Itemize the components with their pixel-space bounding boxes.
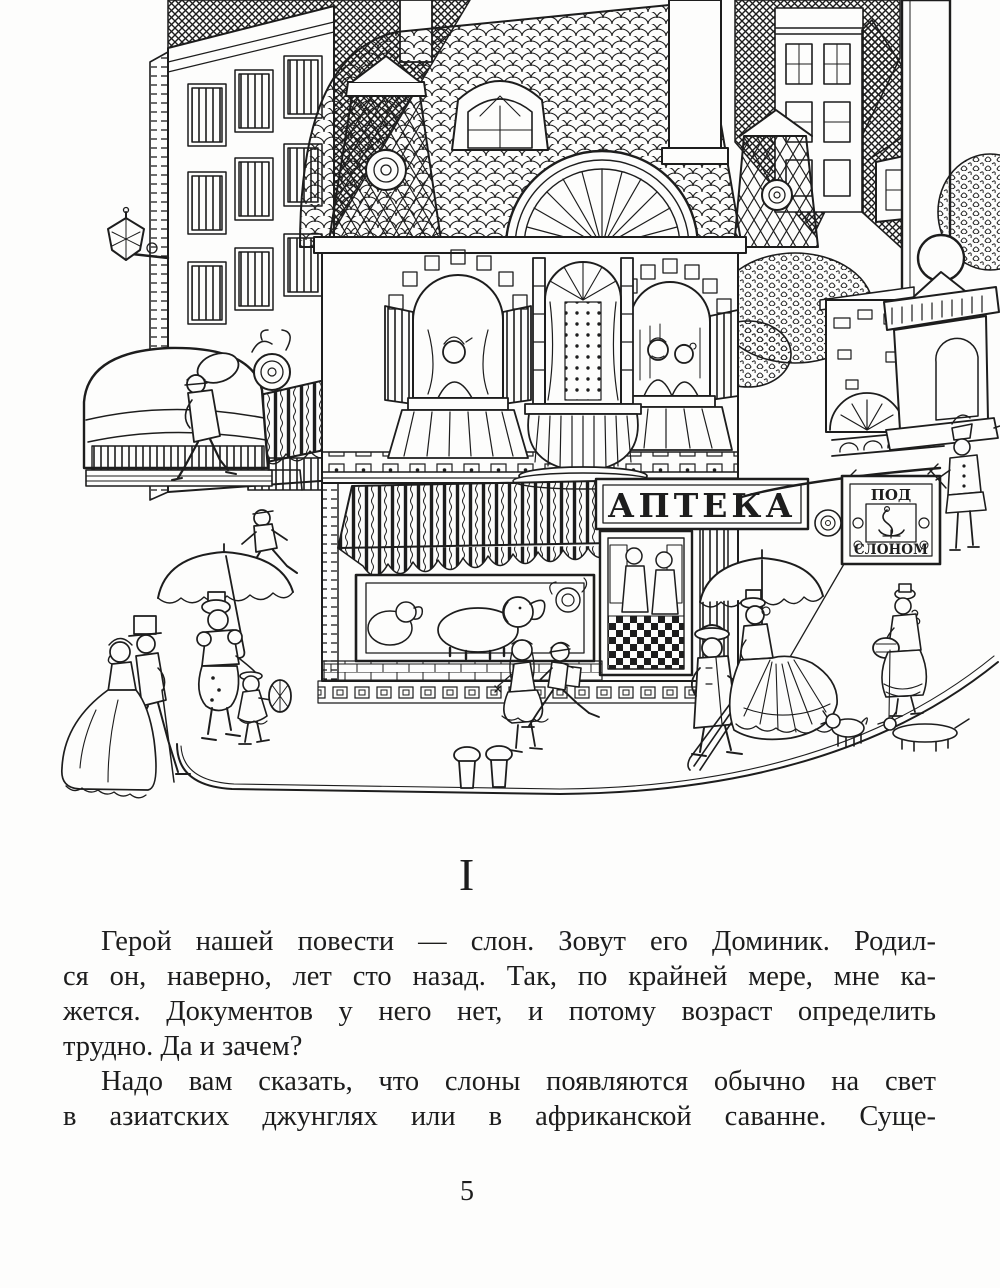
hanging-sign: ПОД СЛОНОМ: [736, 463, 942, 665]
right-roof-tower: [733, 109, 819, 248]
text-line: Надо вам сказать, что слоны появляются о…: [101, 1066, 936, 1097]
arched-pediment: [504, 149, 700, 249]
strolling-couple: [60, 615, 191, 799]
boy-figure: [521, 641, 600, 728]
text-line: в азиатских джунглях или в африканской с…: [63, 1101, 936, 1132]
pharmacy-sign-text: АПТЕКА: [608, 486, 797, 525]
child-with-muff: [237, 671, 292, 745]
pharmacy-building: АПТЕКА: [313, 236, 810, 704]
chapter-heading: I: [458, 849, 476, 900]
snake-and-cup-icon: [878, 506, 905, 539]
gate-post: [883, 233, 1000, 451]
text-line: жется. Документов у него нет, и потому в…: [63, 996, 936, 1027]
hanging-sign-top-text: ПОД: [871, 486, 912, 504]
upper-window-left: [384, 249, 532, 459]
body-text: Герой нашей повести — слон. Зовут его До…: [63, 924, 936, 1134]
lady-with-parasol: [699, 549, 838, 741]
book-illustration: АПТЕКА: [60, 0, 1000, 799]
dormer-window: [451, 80, 549, 151]
corner-pilaster: [321, 482, 339, 682]
text-line: трудно. Да и зачем?: [63, 1031, 303, 1062]
porter-figure: [171, 352, 240, 481]
shop-door: [598, 529, 694, 677]
main-roof: [299, 0, 819, 249]
text-line: ся он, наверно, лет сто назад. Так, по к…: [63, 961, 936, 992]
bollards: [453, 745, 513, 789]
awning: [337, 480, 614, 577]
dachshund: [877, 711, 970, 752]
hanging-sign-bottom-text: СЛОНОМ: [854, 542, 928, 558]
left-roof-tower: [327, 55, 443, 248]
girl-figure: [494, 639, 549, 753]
apteka-sign: АПТЕКА: [594, 477, 810, 531]
text-line: Герой нашей повести — слон. Зовут его До…: [101, 926, 936, 957]
page-number: 5: [460, 1176, 474, 1207]
street-lamp: [107, 206, 170, 261]
toy-elephant: [437, 596, 546, 661]
street-curb: [176, 655, 999, 795]
garden-wall: [819, 286, 945, 457]
soldier-figure: [929, 414, 987, 551]
lady-with-muff: [872, 583, 928, 719]
lady-with-umbrella: [157, 543, 294, 741]
toy-elephant-small: [367, 601, 424, 646]
small-dog: [820, 710, 869, 748]
